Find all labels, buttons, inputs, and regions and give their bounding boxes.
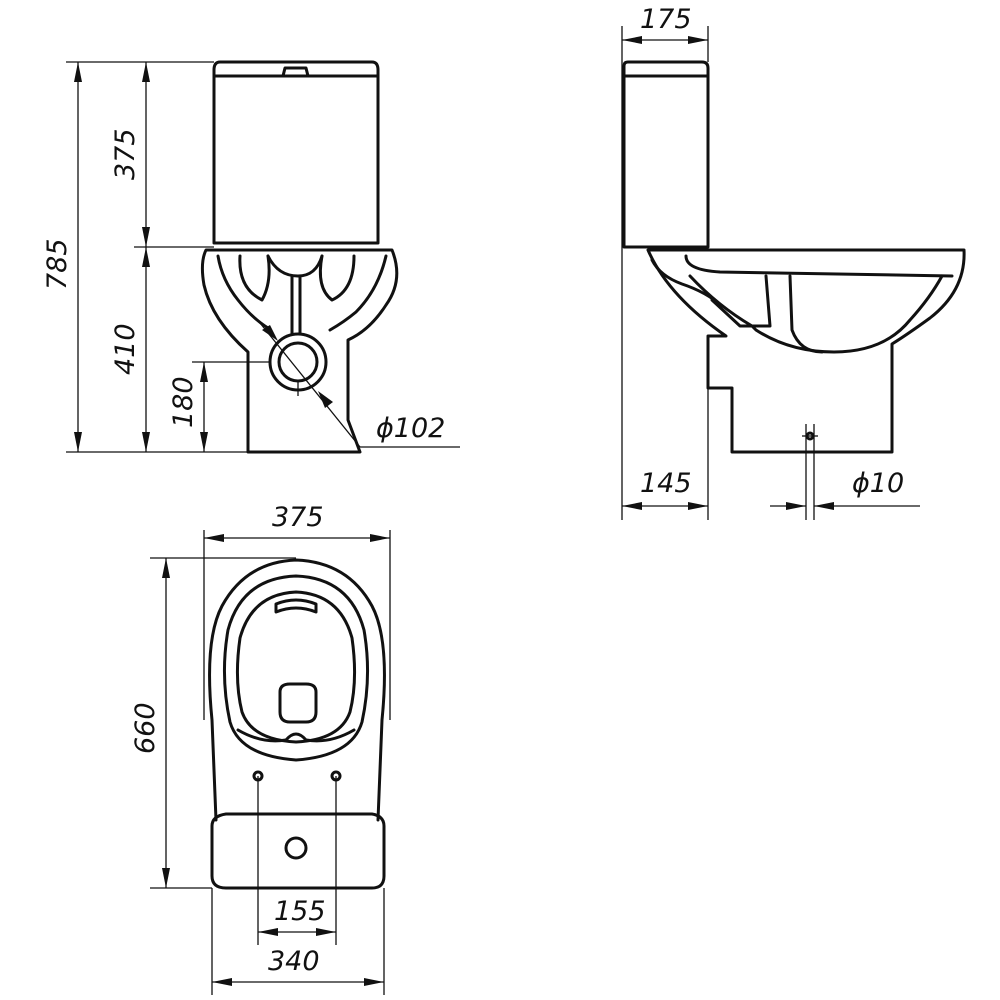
- side-inlet: [650, 258, 724, 308]
- dim-660-arrow-top: [162, 558, 170, 578]
- dim-410-arrow-bottom: [142, 432, 150, 452]
- dim-180-label: 180: [168, 376, 199, 428]
- dim-180-arrow-top: [200, 362, 208, 382]
- dim-155-arrow-right: [316, 928, 336, 936]
- front-bowl-inner-left: [216, 254, 270, 330]
- dim-145-arrow-right: [688, 502, 708, 510]
- dim-340-arrow-left: [212, 978, 232, 986]
- side-trap-1: [710, 274, 772, 328]
- dim-155-arrow-left: [258, 928, 278, 936]
- side-bowl-outline: [646, 248, 966, 454]
- dim-10-arrow-right: [814, 502, 834, 510]
- side-tank-outline: [622, 60, 710, 249]
- front-rib-3: [318, 254, 356, 302]
- top-flush-slot: [274, 598, 318, 614]
- top-view: 375 660 155 340: [130, 502, 391, 995]
- front-view: ϕ102 785 375 410 180: [42, 60, 460, 454]
- dim-785-arrow-top: [74, 62, 82, 82]
- dim-175-arrow-left: [622, 36, 642, 44]
- dim-340-arrow-right: [364, 978, 384, 986]
- dim-180-arrow-bottom: [200, 432, 208, 452]
- outlet-inner-circle: [277, 341, 319, 383]
- top-rim: [222, 574, 370, 762]
- dim-375-tank-arrow-bottom: [142, 227, 150, 247]
- side-view: 175 145 ϕ10: [621, 4, 966, 520]
- front-rib-2: [266, 254, 324, 278]
- top-bowl-outline: [208, 558, 386, 822]
- side-trap-2: [788, 274, 824, 354]
- top-inner-bowl: [235, 590, 357, 744]
- dim-10-arrow-left: [786, 502, 806, 510]
- front-tank-outline: [212, 60, 380, 245]
- top-outlet-circle: [284, 836, 308, 860]
- dim-175-arrow-right: [688, 36, 708, 44]
- dim-375-width-arrow-right: [370, 534, 390, 542]
- front-rib-1: [238, 254, 271, 302]
- flush-button: [281, 66, 310, 78]
- dim-340-label: 340: [268, 946, 320, 977]
- dim-145-arrow-left: [622, 502, 642, 510]
- outlet-diameter-leader: [255, 317, 361, 448]
- outlet-diameter-arrow-2: [318, 391, 333, 408]
- side-bowl-rim: [684, 254, 954, 278]
- dim-375-tank-arrow-top: [142, 62, 150, 82]
- front-bowl-outline: [200, 248, 399, 454]
- dim-155-label: 155: [274, 896, 326, 927]
- dim-145-label: 145: [640, 468, 692, 499]
- top-rim-curve: [236, 728, 356, 743]
- outlet-diameter-label: ϕ102: [376, 413, 445, 444]
- dim-785-label: 785: [42, 238, 73, 290]
- dim-375-width-label: 375: [272, 502, 324, 533]
- dim-410-arrow-top: [142, 247, 150, 267]
- top-drain: [278, 682, 318, 724]
- dim-785-arrow-bottom: [74, 432, 82, 452]
- dim-375-tank-label: 375: [110, 128, 141, 180]
- dim-410-label: 410: [110, 323, 141, 375]
- side-bowl-inner: [688, 274, 944, 354]
- dim-175-label: 175: [640, 4, 692, 35]
- dim-375-width-arrow-left: [204, 534, 224, 542]
- outlet-diameter-arrow-1: [262, 325, 278, 341]
- top-base-outline: [210, 812, 386, 890]
- dim-660-label: 660: [130, 702, 161, 754]
- dim-660-arrow-bottom: [162, 868, 170, 888]
- front-bowl-inner-right: [328, 254, 388, 332]
- dim-10-label: ϕ10: [852, 468, 904, 499]
